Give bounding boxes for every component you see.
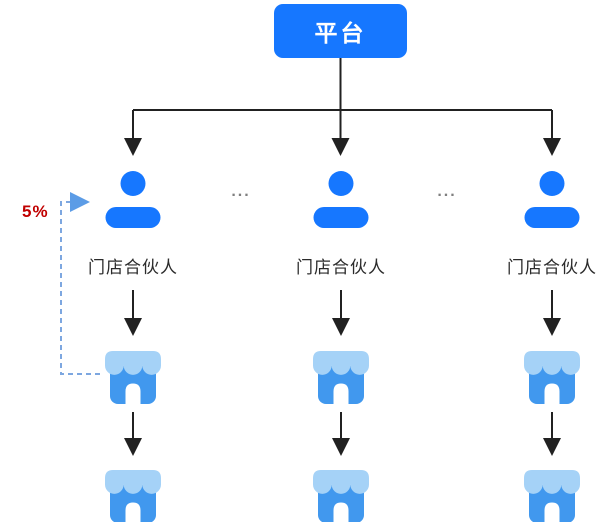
ellipsis-separator-right: ... [437, 183, 457, 200]
store-icon [105, 351, 161, 404]
ellipsis-separator-left: ... [231, 183, 251, 200]
person-icon [524, 171, 580, 228]
commission-dashed-arrow [60, 192, 100, 375]
platform-label: 平台 [314, 20, 367, 46]
store-icon [524, 470, 580, 522]
partner-label: 门店合伙人 [507, 258, 597, 277]
person-icon [105, 171, 161, 228]
store-icon [313, 351, 369, 404]
platform-node: 平台 [274, 4, 407, 58]
store-icon [524, 351, 580, 404]
store-icon [313, 470, 369, 522]
partner-label: 门店合伙人 [296, 258, 386, 277]
person-icon [313, 171, 369, 228]
partner-label: 门店合伙人 [88, 258, 178, 277]
commission-rate-label: 5% [22, 202, 49, 221]
store-icon [105, 470, 161, 522]
